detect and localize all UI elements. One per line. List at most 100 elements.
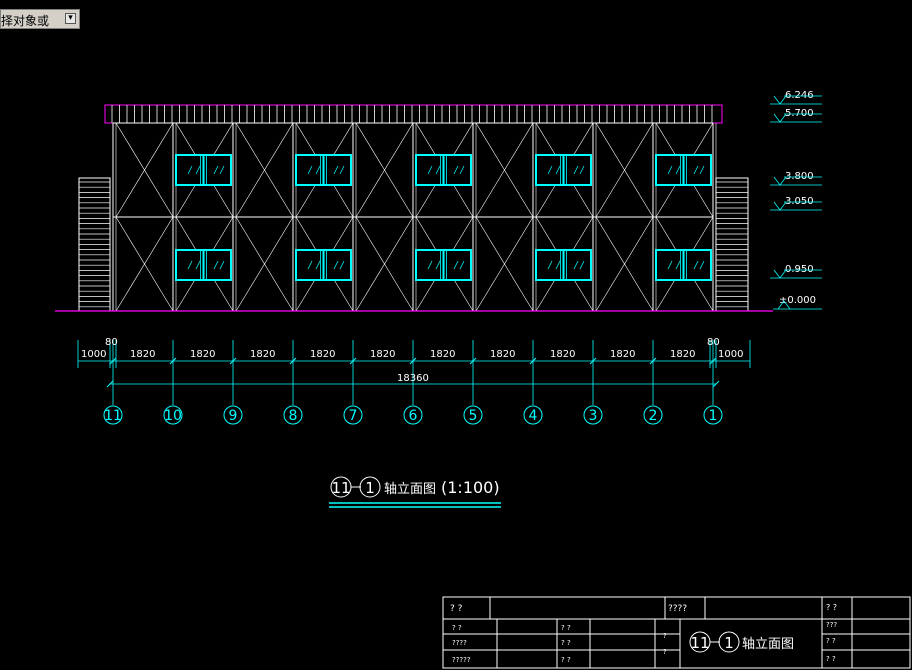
building-frame [112, 122, 717, 312]
tb-cell: ? ? [561, 656, 571, 664]
brace [475, 216, 534, 312]
brace [475, 122, 534, 218]
tb-cell: ? ? [561, 624, 571, 632]
glass-hatch [459, 165, 465, 175]
roof-parapet [104, 104, 723, 124]
glass-hatch [187, 165, 193, 175]
level-triangle [773, 201, 787, 211]
brace [235, 122, 294, 218]
level-triangle [773, 95, 787, 105]
glass-hatch [459, 260, 465, 270]
glass-hatch [555, 165, 561, 175]
dim-bay: 1820 [670, 349, 695, 360]
dim-tick [712, 380, 720, 388]
tb-name-label: 轴立面图 [742, 637, 794, 652]
level-label: 6.246 [785, 90, 814, 101]
glass-hatch [427, 165, 433, 175]
command-prompt-text: 择对象或 [1, 14, 50, 28]
glass-hatch [547, 165, 553, 175]
glass-hatch [339, 165, 345, 175]
glass-hatch [435, 260, 441, 270]
axis-label: 1 [709, 408, 718, 424]
brace [595, 216, 654, 312]
dim-bay: 1820 [610, 349, 635, 360]
dim-total: 18360 [397, 373, 429, 384]
dimension-text: 1000 1000 80 80 1820 1820 1820 1820 1820… [81, 337, 743, 384]
tb-cell: ? ? [561, 639, 571, 647]
axis-label: 6 [409, 408, 418, 424]
dim-tick [289, 357, 297, 365]
tb-axis-from: 11 [690, 634, 709, 652]
glass-hatch [675, 260, 681, 270]
tb-cell: ? ? [452, 624, 462, 632]
tb-cell: ???? [452, 639, 467, 647]
level-triangle [773, 176, 787, 186]
dim-bay: 1820 [190, 349, 215, 360]
drawing-title: 11 1 轴立面图 (1:100) [329, 476, 501, 508]
tb-cell: ? ? [826, 655, 836, 663]
glass-hatch [555, 260, 561, 270]
dim-tick [349, 357, 357, 365]
title-label: 轴立面图 [384, 482, 436, 497]
glass-hatch [573, 165, 579, 175]
tb-cell: ? ? [450, 604, 463, 614]
dim-bay: 1820 [550, 349, 575, 360]
glass-hatch [213, 165, 219, 175]
level-label: 0.950 [785, 264, 814, 275]
glass-hatch [195, 260, 201, 270]
title-scale: (1:100) [441, 478, 500, 497]
windows [175, 154, 712, 281]
tb-cell: ???? [668, 604, 687, 614]
glass-hatch [219, 260, 225, 270]
glass-hatch [573, 260, 579, 270]
dim-bay: 1820 [490, 349, 515, 360]
dim-tick [709, 357, 717, 365]
glass-hatch [219, 165, 225, 175]
level-label: 5.700 [785, 108, 814, 119]
glass-hatch [315, 165, 321, 175]
brace [115, 122, 174, 218]
level-triangle [773, 113, 787, 123]
glass-hatch [213, 260, 219, 270]
glass-hatch [547, 260, 553, 270]
glass-hatch [693, 165, 699, 175]
axis-label: 8 [289, 408, 298, 424]
command-prompt-box[interactable]: 择对象或 ▾ [0, 9, 80, 29]
axis-label: 4 [529, 408, 538, 424]
glass-hatch [333, 165, 339, 175]
dropdown-arrow-icon[interactable]: ▾ [65, 13, 76, 24]
tb-cell: ? ? [826, 603, 837, 612]
glass-hatch [667, 165, 673, 175]
tb-cell: ??? [826, 621, 837, 629]
axis-label: 7 [349, 408, 358, 424]
dim-tick [529, 357, 537, 365]
glass-hatch [307, 260, 313, 270]
glass-hatch [427, 260, 433, 270]
dim-bay: 1820 [130, 349, 155, 360]
glass-hatch [187, 260, 193, 270]
tb-cell: ????? [452, 656, 471, 664]
glass-hatch [453, 260, 459, 270]
axis-label: 2 [649, 408, 658, 424]
axis-label: 11 [104, 408, 122, 424]
dim-offset-right: 80 [707, 337, 720, 348]
dim-tick [106, 380, 114, 388]
glass-hatch [699, 165, 705, 175]
dim-tick [589, 357, 597, 365]
glass-hatch [453, 165, 459, 175]
dim-offset-left: 80 [105, 337, 118, 348]
axis-markers: 11 10 9 8 7 6 5 4 3 2 1 [103, 405, 723, 425]
tb-cell: ? [663, 632, 667, 640]
brace [235, 216, 294, 312]
title-axis-from: 11 [331, 479, 350, 497]
glass-hatch [675, 165, 681, 175]
level-triangle [773, 269, 787, 279]
brace [595, 122, 654, 218]
axis-label: 5 [469, 408, 478, 424]
glass-hatch [693, 260, 699, 270]
dim-edge-left: 1000 [81, 349, 106, 360]
dim-bay: 1820 [370, 349, 395, 360]
glass-hatch [579, 260, 585, 270]
